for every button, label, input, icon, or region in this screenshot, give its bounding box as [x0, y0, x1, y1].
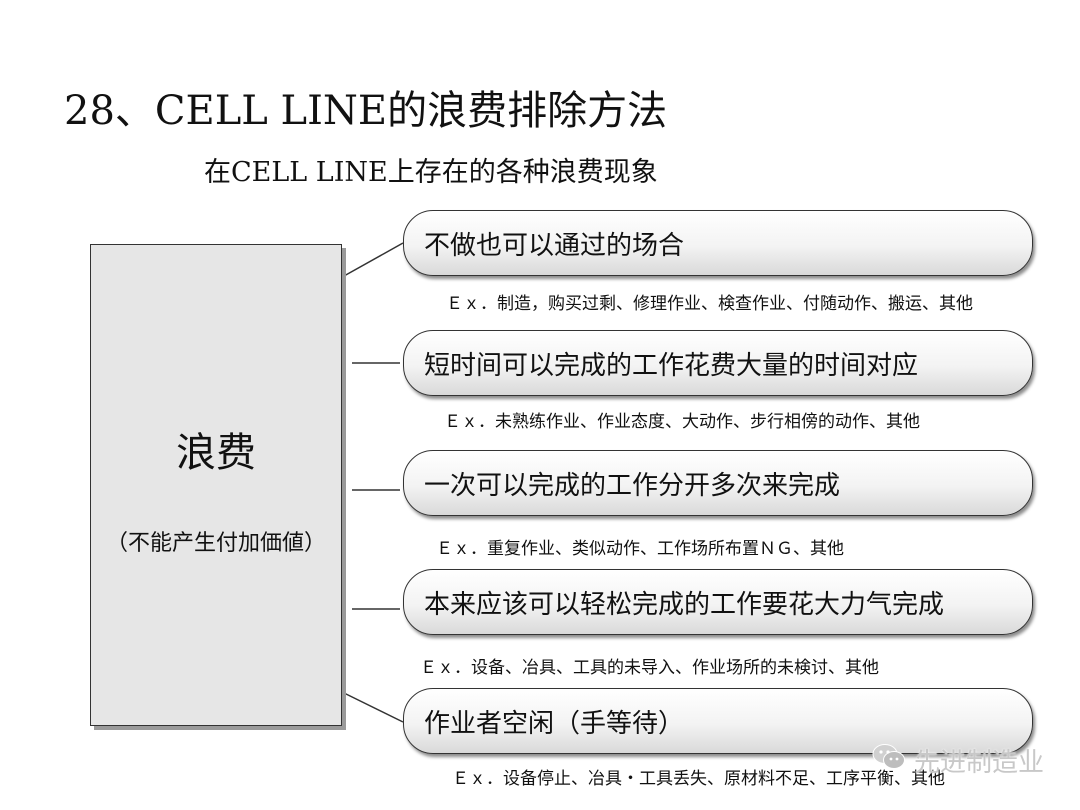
watermark-text: 先进制造业	[913, 748, 1044, 778]
waste-item-1: 不做也可以通过的场合	[403, 210, 1033, 276]
waste-item-2: 短时间可以完成的工作花费大量的时间对应	[403, 330, 1033, 396]
waste-item-5: 作业者空闲（手等待）	[403, 688, 1033, 754]
watermark: 先进制造业	[872, 742, 1044, 779]
waste-item-example: Ｅｘ．设备停止、冶具・工具丢失、原材料不足、工序平衡、其他	[452, 769, 945, 789]
waste-item-4: 本来应该可以轻松完成的工作要花大力气完成	[403, 569, 1033, 635]
waste-item-label: 本来应该可以轻松完成的工作要花大力气完成	[424, 589, 945, 620]
waste-main-box: 浪费 （不能产生付加価値）	[90, 244, 342, 726]
waste-item-3: 一次可以完成的工作分开多次来完成	[403, 450, 1033, 516]
waste-item-label: 作业者空闲（手等待）	[424, 708, 685, 739]
page-subtitle: 在CELL LINE上存在的各种浪费现象	[204, 157, 658, 188]
waste-main-sublabel: （不能产生付加価値）	[105, 531, 326, 556]
waste-main-label: 浪费	[176, 430, 256, 476]
connector-line-5	[343, 692, 404, 723]
waste-item-example: Ｅｘ．设备、冶具、工具的未导入、作业场所的未検讨、其他	[420, 658, 879, 678]
page-title: 28、CELL LINE的浪费排除方法	[64, 88, 668, 134]
waste-item-example: Ｅｘ．制造，购买过剩、修理作业、検查作业、付随动作、搬运、其他	[446, 294, 973, 314]
waste-item-example: Ｅｘ．未熟练作业、作业态度、大动作、步行相傍的动作、其他	[444, 412, 920, 432]
connector-line-1	[343, 242, 404, 277]
wechat-icon	[872, 743, 906, 778]
waste-item-label: 短时间可以完成的工作花费大量的时间对应	[424, 350, 919, 381]
waste-item-label: 不做也可以通过的场合	[424, 230, 685, 261]
waste-item-label: 一次可以完成的工作分开多次来完成	[424, 470, 841, 501]
waste-item-example: Ｅｘ．重复作业、类似动作、工作场所布置ＮＧ、其他	[436, 539, 844, 559]
